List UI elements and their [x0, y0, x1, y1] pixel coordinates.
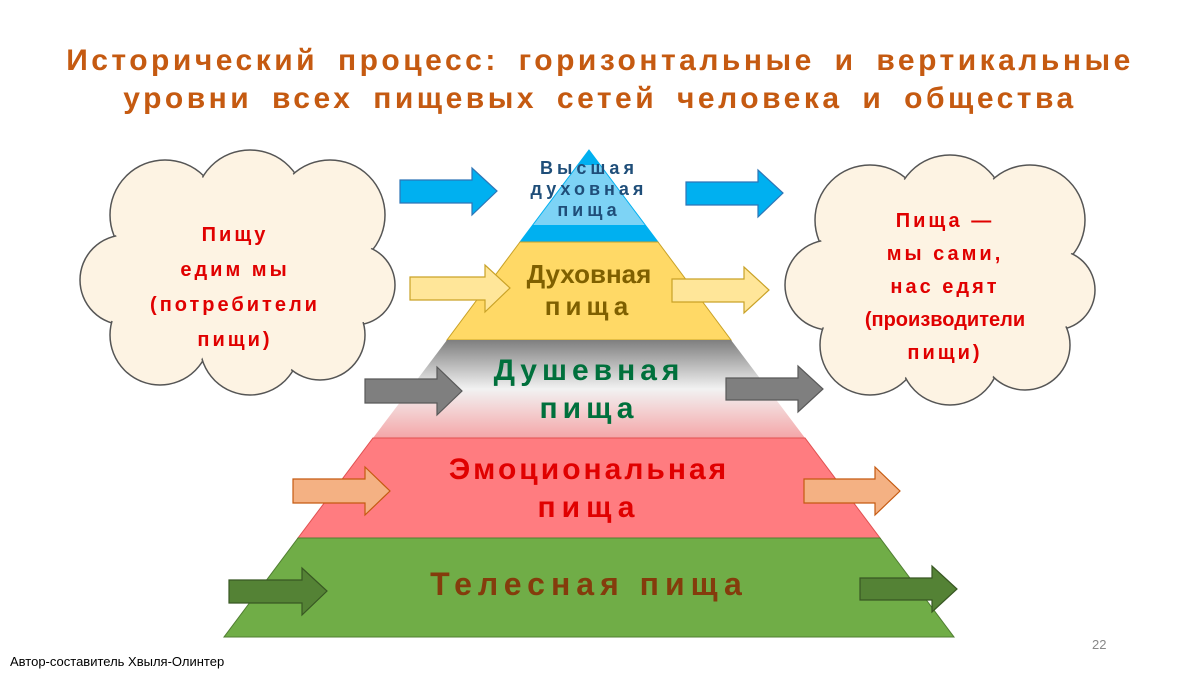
arrow-left-salmon [292, 465, 391, 517]
right-cloud-line: (производители [864, 309, 1026, 331]
label-line: духовная [530, 179, 648, 199]
left-cloud [79, 149, 396, 396]
title-line-2: уровни всех пищевых сетей человека и общ… [123, 82, 1077, 115]
title-line-1: Исторический процесс: горизонтальные и в… [66, 44, 1134, 77]
left-cloud-line: (потребители [150, 294, 320, 316]
level-soul-label: Душевная пища [439, 352, 739, 428]
left-cloud-line: Пищу [201, 224, 269, 246]
label-line: Душевная [493, 354, 685, 387]
label-line: Высшая [540, 158, 638, 178]
label-line: пища [537, 491, 641, 524]
right-cloud [784, 154, 1096, 406]
arrow-left-blue [399, 166, 498, 217]
level-soul [373, 340, 805, 438]
level-bodily-label: Телесная пища [430, 566, 748, 602]
right-cloud-line: пищи) [907, 342, 983, 364]
right-cloud-line: нас едят [890, 276, 1000, 298]
right-cloud-line: мы сами, [886, 243, 1004, 265]
left-cloud-line: едим мы [180, 259, 290, 281]
level-bodily [223, 537, 955, 638]
left-cloud-text: Пищу едим мы (потребители пищи) [110, 218, 360, 358]
label-line: Эмоциональная [448, 453, 730, 486]
label-line: пища [557, 200, 621, 220]
page-number: 22 [1092, 637, 1107, 652]
left-cloud-line: пищи) [197, 329, 273, 351]
label-line: пища [544, 291, 634, 321]
author-footer: Автор-составитель Хвыля-Олинтер [10, 654, 225, 669]
arrow-right-green [859, 564, 958, 614]
arrow-right-blue [685, 168, 784, 219]
arrow-right-yellow [671, 265, 770, 315]
arrow-right-salmon [803, 465, 901, 517]
level-top-label: Высшая духовная пища [489, 158, 689, 221]
right-cloud-line: Пища — [895, 210, 995, 232]
level-spiritual-label: Духовная пища [489, 258, 689, 322]
arrow-right-grey [725, 364, 824, 414]
arrow-left-grey [364, 365, 463, 417]
arrow-left-yellow [409, 263, 511, 314]
right-cloud-text: Пища — мы сами, нас едят (производители … [820, 205, 1070, 370]
label-line: Духовная [526, 259, 652, 289]
label-line: пища [539, 392, 639, 425]
arrow-left-green [228, 566, 328, 617]
level-emotional-label: Эмоциональная пища [389, 451, 789, 527]
